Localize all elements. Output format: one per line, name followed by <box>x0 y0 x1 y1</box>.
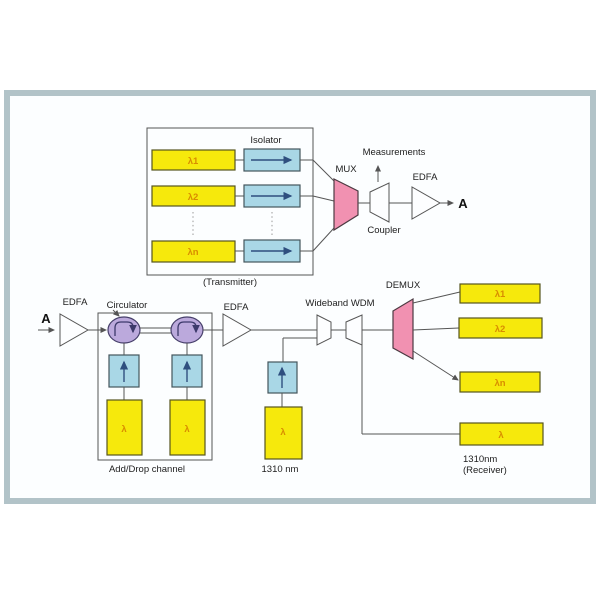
mux-label: MUX <box>335 164 357 175</box>
edfa-in-amplifier <box>59 313 90 347</box>
circulator-label: Circulator <box>107 300 148 311</box>
tx-1310-lambda: λ <box>280 427 286 438</box>
circulator-pointer-icon <box>112 309 120 317</box>
add-drop-box <box>97 312 213 461</box>
edfa-in-label: EDFA <box>63 297 88 308</box>
output-channel-label-1: λ1 <box>495 289 506 300</box>
demux-output-line <box>412 350 459 381</box>
output-channel-box-1 <box>459 283 541 304</box>
mux-input-line <box>312 227 335 252</box>
demux-shape <box>392 297 414 361</box>
transmitter-box <box>146 127 314 276</box>
edfa-mid-amplifier <box>222 313 253 347</box>
receiver-1310-box <box>459 422 544 446</box>
output-channel-box-n <box>459 371 541 393</box>
transmitter-caption: (Transmitter) <box>203 277 257 288</box>
output-channel-box-2 <box>458 317 543 339</box>
tx-1310-caption: 1310 nm <box>262 464 299 475</box>
demux-output-line <box>412 327 460 331</box>
edfa-top-amplifier <box>411 186 442 220</box>
edfa-top-label: EDFA <box>413 172 438 183</box>
drop-lambda-box-2 <box>169 399 206 456</box>
link-point-a-in: A <box>41 311 51 326</box>
drop-lambda-box-1 <box>106 399 143 456</box>
drop-lambda-label-1: λ <box>121 424 127 435</box>
circulation-arrow-icon <box>114 321 137 336</box>
coupler-shape <box>369 182 390 223</box>
drop-lambda-label-2: λ <box>184 424 190 435</box>
edfa-mid-label: EDFA <box>224 302 249 313</box>
mux-shape <box>333 178 359 232</box>
circulator-2 <box>170 316 204 344</box>
add-drop-caption: Add/Drop channel <box>109 464 185 475</box>
link-point-a-out: A <box>458 196 468 211</box>
receiver-caption-line1: 1310nm <box>463 454 497 465</box>
circulation-arrow-icon <box>177 321 200 336</box>
output-channel-label-n: λn <box>494 378 505 389</box>
receiver-caption-line2: (Receiver) <box>463 465 507 476</box>
wideband-wdm-label: Wideband WDM <box>305 298 374 309</box>
measurements-label: Measurements <box>363 147 426 158</box>
transmitter-section: Isolator λ1 λ2 λn (Transmitter) <box>146 127 314 288</box>
wideband-wdm-shape-1 <box>316 314 332 346</box>
tx-1310-box <box>264 406 303 460</box>
demux-label: DEMUX <box>386 280 421 291</box>
laser-source-label-2: λ2 <box>188 192 199 203</box>
output-channel-label-2: λ2 <box>495 324 506 335</box>
mux-coupler-edfa-section: MUX Coupler Measurements EDFA A <box>312 147 468 252</box>
laser-source-label-n: λn <box>187 247 198 258</box>
mux-input-line <box>312 195 335 202</box>
receiver-1310-lambda: λ <box>498 430 504 441</box>
circulator-1 <box>107 316 141 344</box>
demux-output-line <box>412 291 461 304</box>
coupler-label: Coupler <box>367 225 400 236</box>
mux-input-line <box>312 159 335 182</box>
isolator-label: Isolator <box>250 135 281 146</box>
laser-source-label-1: λ1 <box>188 156 199 167</box>
receiver-path-section: A EDFA Circulator λ λ Add/Drop channel E… <box>38 280 544 476</box>
